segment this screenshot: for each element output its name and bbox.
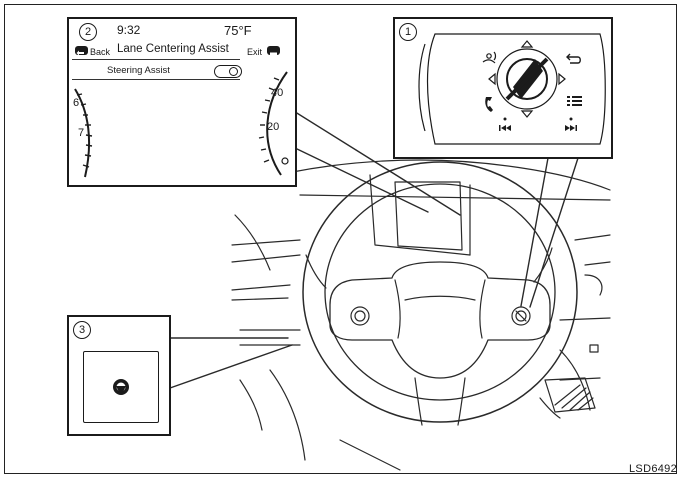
- display-temperature: 75°F: [224, 23, 252, 38]
- voice-icon: [482, 51, 497, 64]
- gauge-mark: 20: [267, 121, 280, 133]
- steering-assist-toggle: [214, 65, 242, 78]
- switch-panel-drawing: [418, 33, 606, 145]
- display-callout: 2 9:32 75°F Back Lane Centering Assist E…: [67, 17, 297, 187]
- gauge-dials: [74, 71, 289, 178]
- illustration-frame: [4, 4, 677, 474]
- screen-title: Lane Centering Assist: [117, 43, 229, 55]
- back-icon: [75, 46, 88, 56]
- next-track-icon: [565, 117, 577, 131]
- callout-number: 2: [79, 23, 97, 41]
- diagram-code: LSD6492: [629, 463, 677, 475]
- previous-track-icon: [499, 117, 511, 131]
- indicator-panel: [83, 351, 159, 423]
- indicator-callout: 3: [67, 315, 171, 436]
- callout-number: 3: [73, 321, 91, 339]
- switch-panel-callout: 1: [393, 17, 613, 159]
- steering-assist-switch-icon: [505, 57, 549, 101]
- exit-icon: [267, 46, 280, 57]
- back-label: Back: [90, 47, 111, 57]
- gauge-mark: 6: [73, 97, 80, 109]
- menu-separator: [72, 59, 240, 60]
- callout-number: 1: [399, 23, 417, 41]
- gauge-mark: 40: [271, 87, 284, 99]
- steering-assist-label: Steering Assist: [107, 65, 170, 76]
- menu-separator: [72, 79, 240, 80]
- menu-list-icon: [567, 96, 582, 106]
- gauge-mark: 7: [78, 127, 85, 139]
- steering-wheel-indicator-icon: [113, 379, 129, 395]
- phone-icon: [485, 97, 493, 112]
- exit-label: Exit: [247, 47, 263, 57]
- back-arrow-icon: [566, 53, 581, 64]
- display-time: 9:32: [117, 23, 141, 37]
